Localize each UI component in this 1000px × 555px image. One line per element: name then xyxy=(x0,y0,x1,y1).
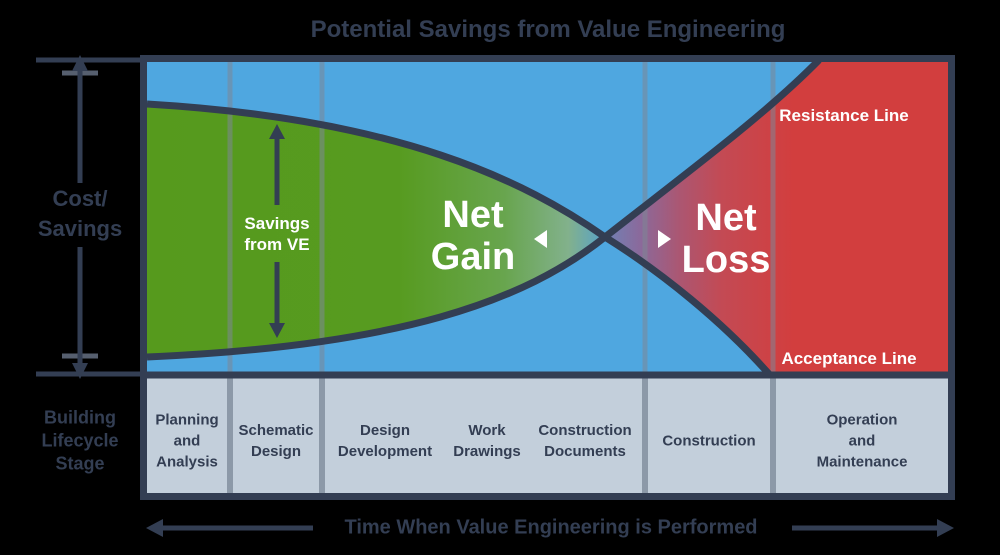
figure-border xyxy=(140,55,955,500)
phase-label-schematic-design: Schematic Design xyxy=(238,422,314,460)
net-gain-label: Net Gain xyxy=(430,194,516,278)
phase-band-dividers xyxy=(227,378,776,494)
phase-label-design-development: Design Development xyxy=(337,422,433,460)
phase-band xyxy=(147,378,948,494)
acceptance-line-label: Acceptance Line xyxy=(781,349,917,368)
arrow-up-icon xyxy=(72,55,88,71)
arrow-left-icon xyxy=(146,519,163,537)
net-loss-region xyxy=(605,62,948,372)
y-axis-arrow xyxy=(36,55,143,379)
net-gain-region xyxy=(147,104,605,357)
x-axis-label: Building Lifecycle Stage xyxy=(41,407,119,474)
phase-label-planning-analysis: Planning and Analysis xyxy=(155,411,219,471)
arrow-down-icon xyxy=(72,363,88,379)
arrow-right-icon xyxy=(937,519,954,537)
arrow-up-icon xyxy=(269,124,285,139)
resistance-curve xyxy=(146,57,822,361)
phase-label-operation-maintenance: Operation and Maintenance xyxy=(816,411,908,471)
net-gain-pointer-icon xyxy=(534,230,547,248)
resistance-line-label: Resistance Line xyxy=(779,106,909,125)
chart-title: Potential Savings from Value Engineering xyxy=(310,16,786,43)
net-loss-label: Net Loss xyxy=(681,197,771,281)
arrow-down-icon xyxy=(269,323,285,338)
net-loss-pointer-icon xyxy=(658,230,671,248)
savings-range-arrow xyxy=(269,124,285,338)
phase-label-work-drawings: Work Drawings xyxy=(453,422,521,460)
y-axis-label: Cost/ Savings xyxy=(37,186,123,241)
phase-label-construction: Construction xyxy=(662,432,756,450)
phase-label-construction-documents: Construction Documents xyxy=(538,422,632,460)
time-arrow-label: Time When Value Engineering is Performed xyxy=(344,516,758,539)
acceptance-curve xyxy=(146,100,772,377)
time-axis-arrow xyxy=(146,519,954,537)
savings-from-ve-label: Savings from VE xyxy=(244,214,310,254)
